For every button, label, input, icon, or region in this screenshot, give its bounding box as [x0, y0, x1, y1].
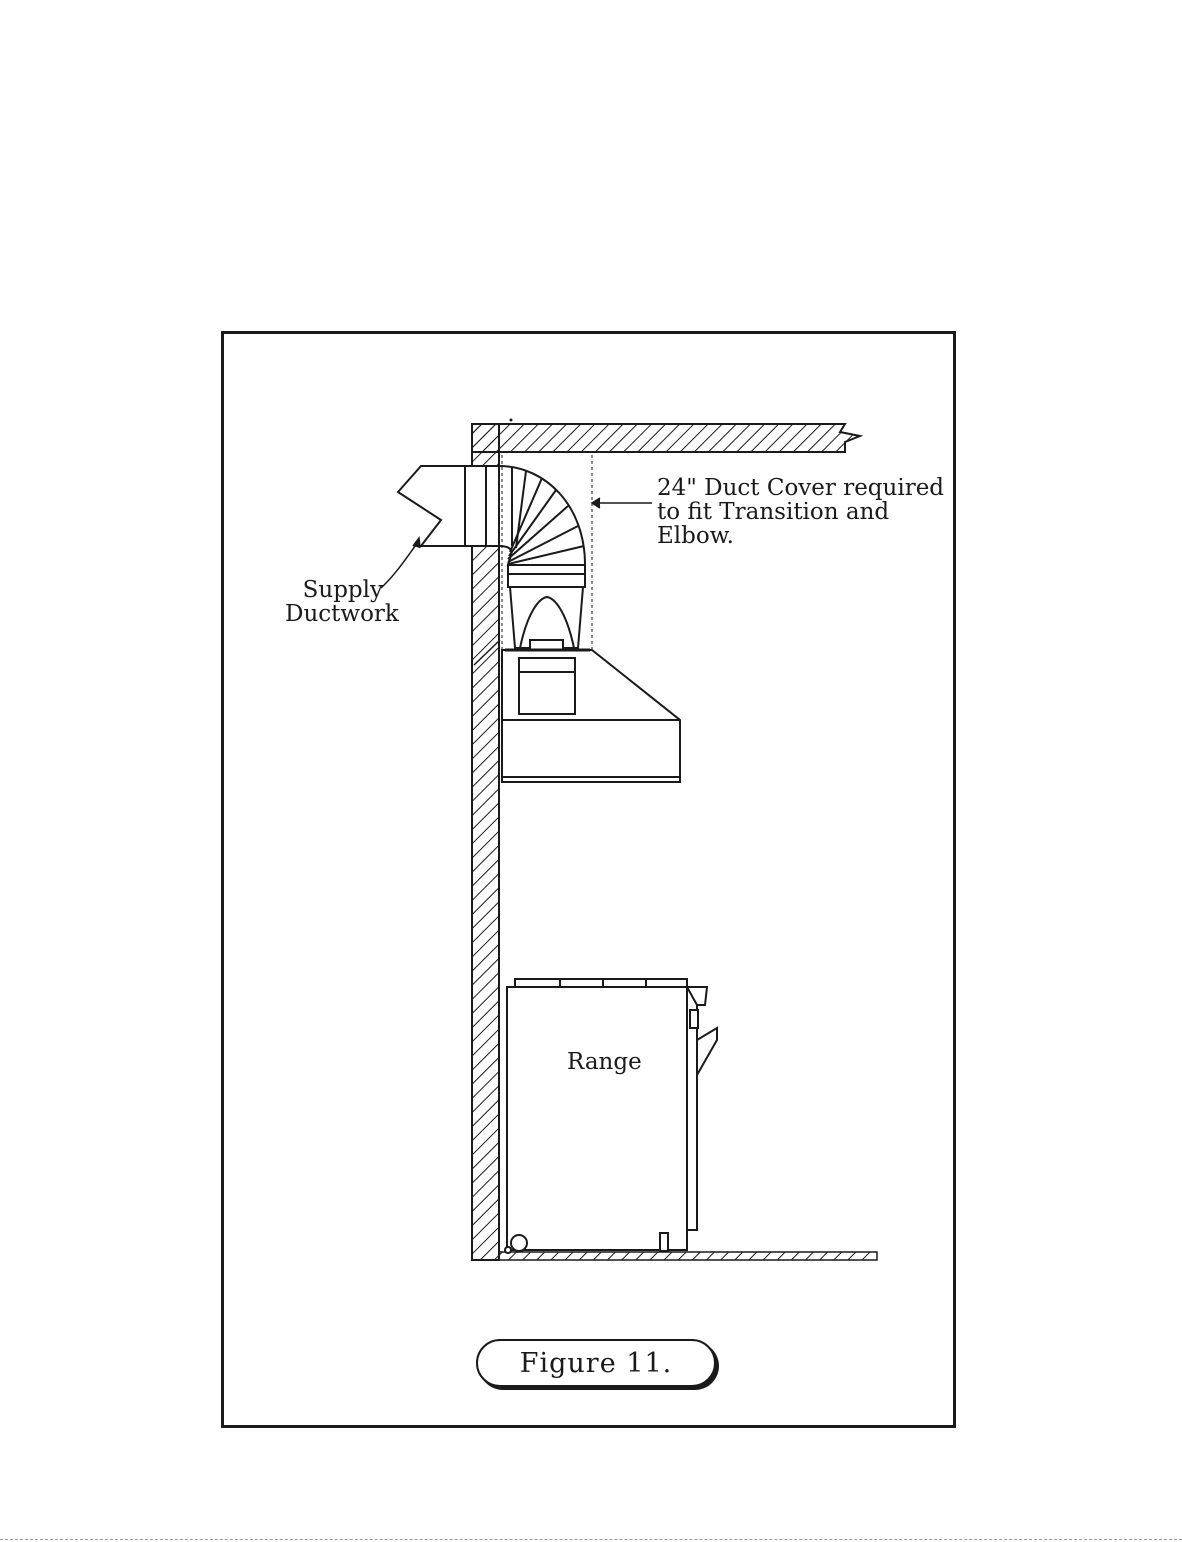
duct-transition	[508, 565, 585, 648]
supply-ductwork	[398, 466, 499, 546]
range-label: Range	[567, 1050, 642, 1074]
range-hood	[502, 640, 680, 782]
figure-caption: Figure 11.	[478, 1341, 714, 1387]
range-appliance	[505, 979, 717, 1253]
duct-elbow	[499, 466, 585, 565]
rear-wall	[472, 424, 499, 1260]
ceiling	[472, 424, 860, 452]
duct-cover-label: 24" Duct Cover required to fit Transitio…	[657, 476, 944, 548]
floor	[499, 1252, 877, 1260]
page-bottom-rule	[0, 1539, 1182, 1540]
supply-ductwork-label: Supply Ductwork	[285, 578, 383, 626]
figure-caption-badge: Figure 11.	[476, 1339, 716, 1387]
ceiling-mark	[510, 419, 513, 422]
